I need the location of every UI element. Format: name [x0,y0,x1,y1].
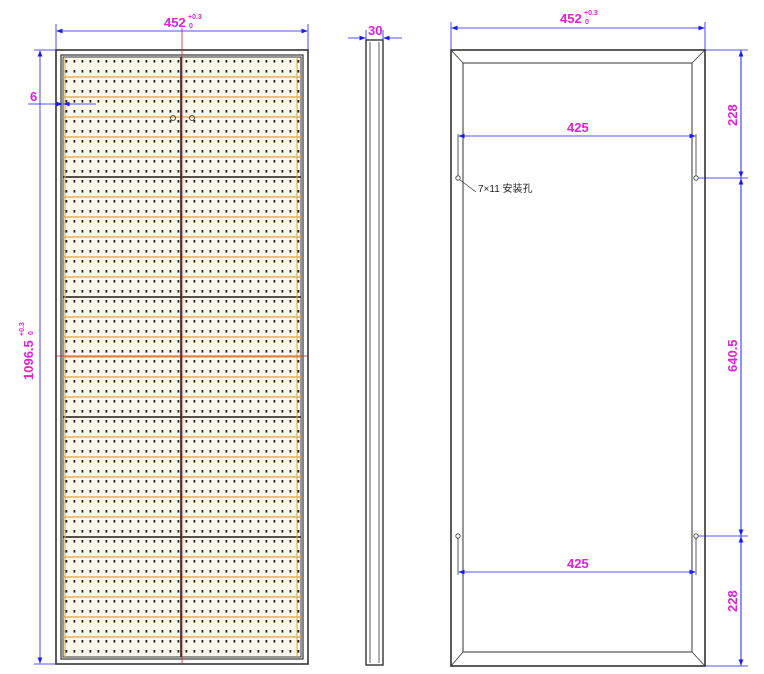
hole-span-bottom-label: 425 [567,556,589,571]
back-frame-outer [450,49,706,667]
front-height-label: 1096.5 [21,340,36,380]
front-width-tol-lower: 0 [189,23,193,30]
back-corner-bl [450,651,464,667]
front-mark-left [170,115,176,121]
hole-span-top-label: 425 [567,120,589,135]
back-width-tol-upper: +0.3 [584,10,598,17]
side-thickness-label: 30 [368,23,382,38]
back-width-label: 452 [560,11,582,26]
front-view: 452 +0.3 0 1096.5 +0.3 0 6 [19,14,309,665]
back-corner-br [691,651,706,667]
top-offset-label: 228 [725,104,740,126]
mounting-hole-bottom-right [693,533,699,575]
front-width-tol-upper: +0.3 [188,14,202,21]
front-mark-right [189,115,195,121]
side-profile-outer [365,39,384,666]
back-width-tol-lower: 0 [585,19,589,26]
front-width-label: 452 [164,15,186,30]
side-view: 30 [348,23,402,666]
back-corner-tr [691,49,706,64]
back-view: 7×11 安装孔 452 +0.3 0 425 425 228 640.5 22… [450,10,748,667]
mounting-hole-bottom-left [455,533,461,575]
hole-note-leader [459,179,477,193]
mounting-hole-top-left [455,134,461,181]
back-corner-tl [450,49,464,64]
front-height-tol-lower: 0 [28,331,35,335]
mounting-hole-top-right [693,134,699,181]
front-height-tol-upper: +0.3 [19,322,26,336]
back-frame-inner [462,62,693,653]
hole-note: 7×11 安装孔 [478,182,533,195]
hole-pitch-label: 640.5 [725,339,740,372]
front-edge-label: 6 [30,89,37,104]
bottom-offset-label: 228 [725,590,740,612]
